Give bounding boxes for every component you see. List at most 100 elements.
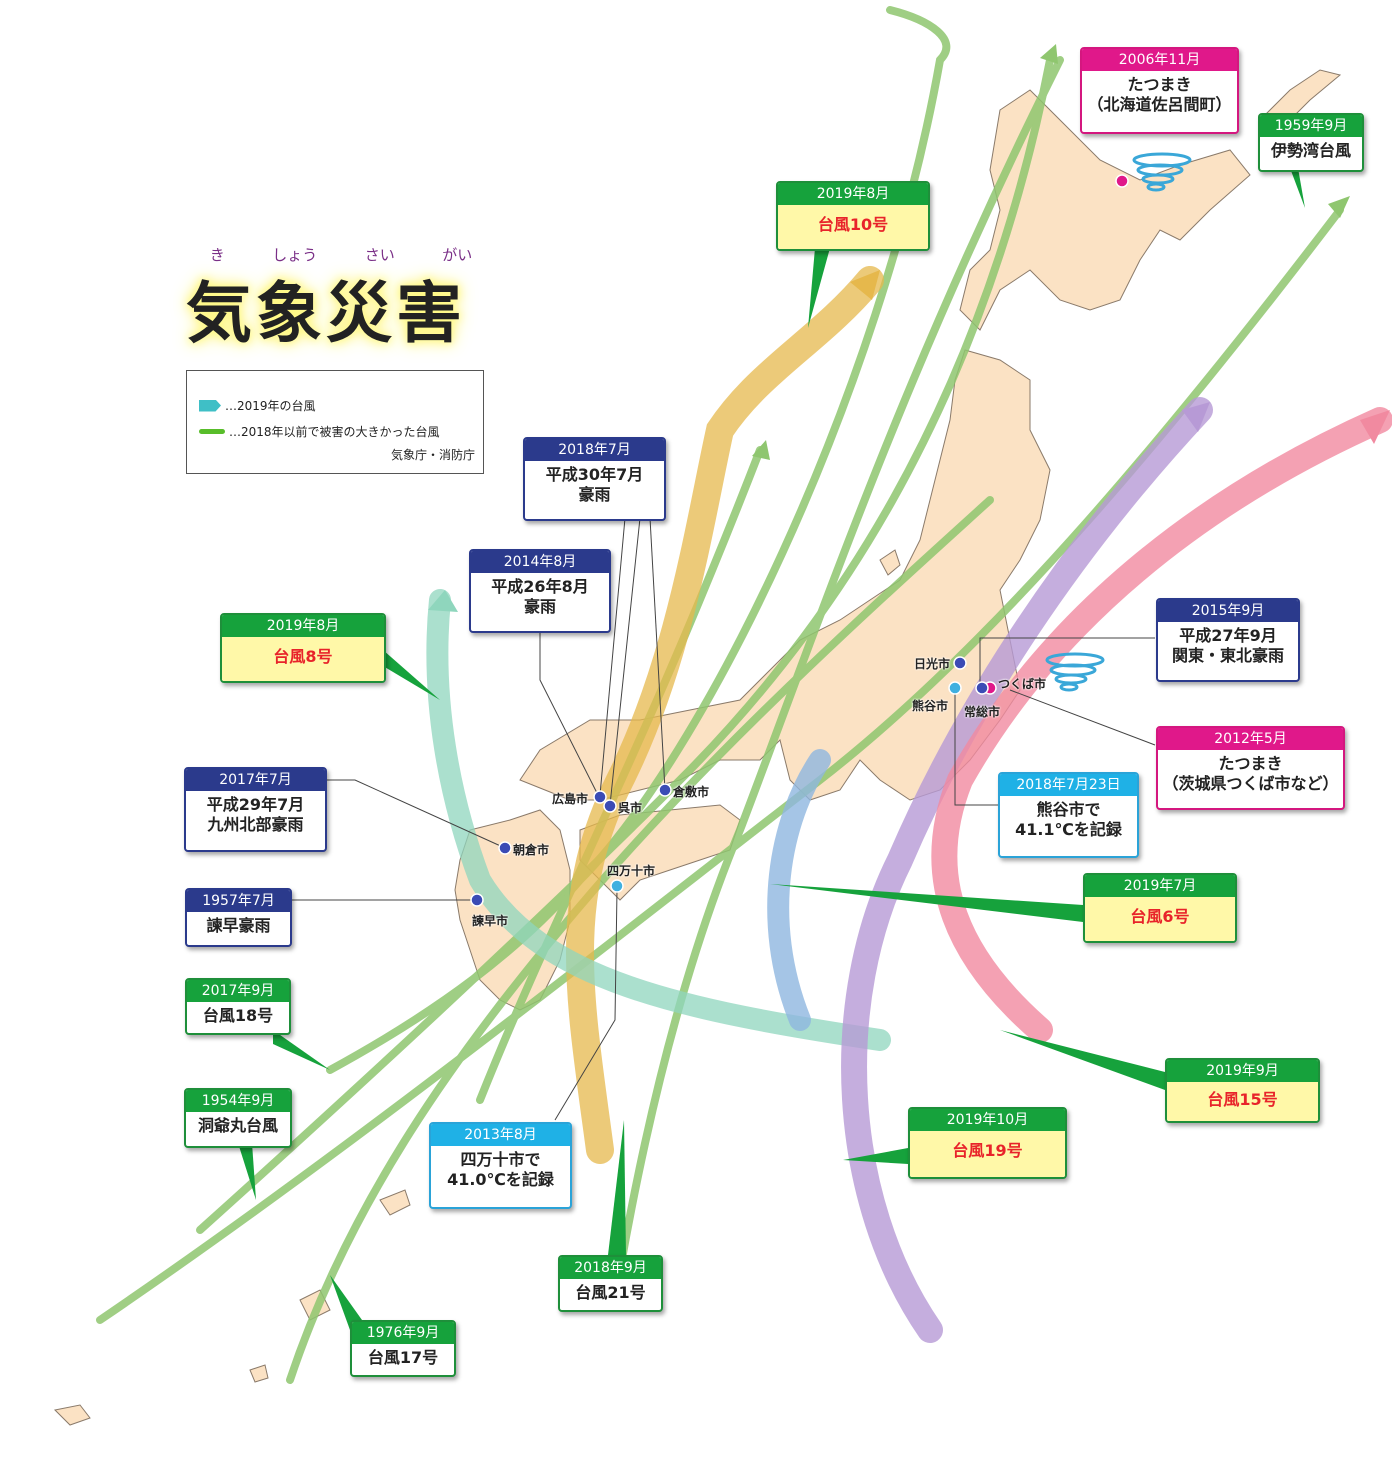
city-label-hiroshima: 広島市 xyxy=(552,792,589,806)
marker-shimanto xyxy=(610,879,624,893)
city-markers xyxy=(470,174,1129,907)
event-text: 平成29年7月九州北部豪雨 xyxy=(206,795,305,834)
leader-lines xyxy=(290,517,1156,1121)
route-typhoon-15 xyxy=(931,407,1392,1043)
route-2017-18 xyxy=(326,6,951,1074)
wedge-2017-9 xyxy=(273,1030,330,1070)
wedge-ty15 xyxy=(1000,1030,1165,1090)
arrowhead-ty8 xyxy=(428,590,458,612)
leader-2012-5 xyxy=(1009,689,1156,746)
ryukyu-3 xyxy=(53,1404,91,1426)
event-text: 諫早豪雨 xyxy=(206,916,271,935)
legend-item-2019: …2019年の台風 xyxy=(199,397,316,414)
event-text: 平成26年8月豪雨 xyxy=(491,577,589,616)
event-date: 2019年8月 xyxy=(222,615,384,637)
event-date: 2018年7月23日 xyxy=(1000,774,1137,796)
wedge-ty19 xyxy=(843,1148,908,1164)
tornado-icon xyxy=(1132,152,1192,192)
event-date: 2018年7月 xyxy=(525,439,664,461)
event-date: 2019年9月 xyxy=(1167,1060,1318,1082)
city-label-nikko: 日光市 xyxy=(914,657,951,671)
event-date: 1959年9月 xyxy=(1260,115,1362,137)
marker-kumagaya xyxy=(948,681,962,695)
ryukyu-2 xyxy=(249,1364,269,1383)
event-date: 2006年11月 xyxy=(1082,49,1237,71)
event-text: たつまき（茨城県つくば市など） xyxy=(1162,754,1339,793)
event-text: 伊勢湾台風 xyxy=(1270,141,1351,160)
marker-joso xyxy=(975,681,989,695)
leader-2018-7 xyxy=(599,517,626,796)
event-date: 2017年7月 xyxy=(186,769,325,791)
city-label-tsukuba: つくば市 xyxy=(998,677,1047,691)
event-text: 台風6号 xyxy=(1085,897,1235,941)
route-typhoon-6 xyxy=(767,749,831,1031)
route-typhoon-8 xyxy=(426,589,891,1051)
event-text: 台風15号 xyxy=(1167,1082,1318,1121)
event-box-1957-7: 1957年7月 諫早豪雨 xyxy=(185,888,292,947)
city-label-shimanto: 四万十市 xyxy=(607,864,656,878)
ryukyu-1 xyxy=(379,1189,411,1216)
event-date: 2012年5月 xyxy=(1158,728,1343,750)
leader-2017-7 xyxy=(325,779,506,849)
event-box-1976-9: 1976年9月 台風17号 xyxy=(350,1320,456,1377)
arrowhead-isewan xyxy=(1328,196,1350,218)
arrowhead-ty10 xyxy=(850,270,880,300)
leader-2018-7b xyxy=(609,517,641,806)
event-text: 台風19号 xyxy=(910,1131,1065,1177)
arrowhead-toyamaru xyxy=(1040,44,1058,64)
wedge-ty8 xyxy=(383,650,440,700)
wedge-ty6 xyxy=(770,884,1083,922)
leader-2015-9 xyxy=(979,637,1155,690)
event-date: 2019年7月 xyxy=(1085,875,1235,897)
leader-2018-7-23 xyxy=(954,690,998,806)
event-box-2015-9: 2015年9月 平成27年9月関東・東北豪雨 xyxy=(1156,598,1300,682)
event-box-2019-8-ty8: 2019年8月 台風8号 xyxy=(220,613,386,683)
event-box-1959-9: 1959年9月 伊勢湾台風 xyxy=(1258,113,1364,172)
event-date: 2018年9月 xyxy=(560,1257,661,1279)
event-box-2018-9: 2018年9月 台風21号 xyxy=(558,1255,663,1312)
event-box-2019-10-ty19: 2019年10月 台風19号 xyxy=(908,1107,1067,1179)
marker-kurashiki xyxy=(658,783,672,797)
arrowhead-ty15 xyxy=(1360,410,1390,444)
legend-item-past: …2018年以前で被害の大きかった台風 xyxy=(199,423,440,440)
arrowheads xyxy=(428,44,1390,612)
city-label-asakura: 朝倉市 xyxy=(513,843,550,857)
typhoon-2019-swatch xyxy=(199,399,221,412)
event-text: 台風8号 xyxy=(222,637,384,681)
event-text: 台風17号 xyxy=(367,1348,439,1367)
event-box-2012-5: 2012年5月 たつまき（茨城県つくば市など） xyxy=(1156,726,1345,810)
marker-kure xyxy=(603,799,617,813)
tornado-icon xyxy=(1045,652,1105,692)
wedge-2018-9 xyxy=(608,1120,626,1255)
title-furigana: き しょう さい がい xyxy=(209,246,473,264)
sado xyxy=(879,549,901,576)
marker-hiroshima xyxy=(593,790,607,804)
event-box-2019-8-ty10: 2019年8月 台風10号 xyxy=(776,181,930,251)
wedge-1976 xyxy=(330,1275,362,1330)
event-date: 2019年10月 xyxy=(910,1109,1065,1131)
event-date: 2015年9月 xyxy=(1158,600,1298,622)
event-text: 台風10号 xyxy=(778,205,928,249)
marker-saroma xyxy=(1115,174,1129,188)
event-date: 2013年8月 xyxy=(431,1124,570,1146)
event-box-2014-8: 2014年8月 平成26年8月豪雨 xyxy=(469,549,611,633)
event-box-2019-7-ty6: 2019年7月 台風6号 xyxy=(1083,873,1237,943)
event-date: 2019年8月 xyxy=(778,183,928,205)
wedge-1954 xyxy=(238,1143,256,1200)
page-title: き しょう さい がい 気象災害 xyxy=(186,244,496,354)
city-label-kure: 呉市 xyxy=(618,801,643,815)
route-1954-toyamaru xyxy=(196,56,1054,1234)
marker-isahaya xyxy=(470,893,484,907)
pointer-wedges xyxy=(238,168,1305,1330)
event-date: 1976年9月 xyxy=(352,1322,454,1344)
arrowhead-extra xyxy=(752,440,770,460)
route-typhoon-19 xyxy=(841,397,1213,1343)
wedge-1959 xyxy=(1290,168,1305,208)
legend: …2019年の台風 …2018年以前で被害の大きかった台風 気象庁・消防庁 xyxy=(186,370,484,474)
route-1976-17 xyxy=(286,496,994,1384)
legend-source: 気象庁・消防庁 xyxy=(390,448,475,462)
city-label-isahaya: 諫早市 xyxy=(472,914,509,928)
